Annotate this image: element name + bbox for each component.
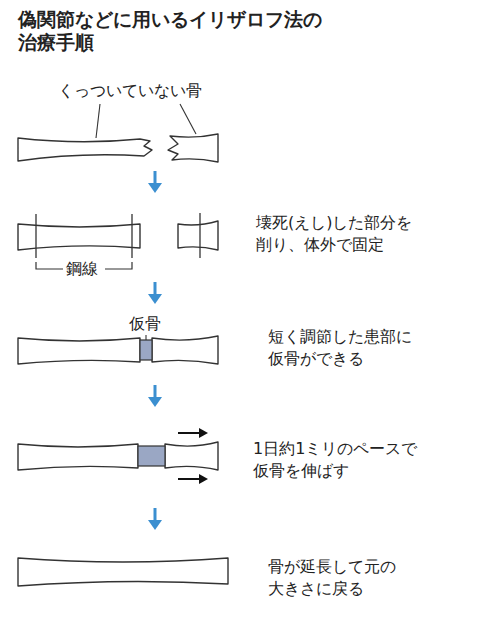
steel-wire — [35, 214, 36, 258]
bone — [165, 442, 218, 470]
bone — [18, 338, 140, 364]
steel-wire — [199, 213, 200, 258]
bone — [18, 444, 138, 470]
bone-fragment — [178, 221, 218, 250]
bone-fragment — [168, 134, 218, 162]
step-arrow-head — [148, 294, 162, 304]
bone-label: くっついていない骨 — [58, 80, 206, 102]
leader-line — [96, 104, 100, 138]
stretch-arrow-head — [199, 428, 208, 438]
step-text: 1日約1ミリのペースで 仮骨を伸ばす — [253, 438, 422, 481]
step-arrow-head — [148, 520, 162, 530]
callus — [140, 340, 152, 360]
bone — [18, 138, 152, 161]
wire-label: 鋼線 — [63, 258, 105, 280]
callus — [138, 446, 165, 466]
step-text: 骨が延長して元の 大きさに戻る — [268, 556, 400, 599]
step-arrow — [154, 282, 157, 295]
stretch-arrow-head — [199, 474, 208, 484]
leader-line — [180, 104, 196, 134]
bone — [152, 336, 218, 364]
step-arrow-head — [148, 397, 162, 407]
stretch-arrow — [178, 432, 200, 434]
step-arrow — [154, 385, 157, 398]
step-arrow — [154, 171, 157, 184]
step-arrow — [154, 508, 157, 521]
step-text: 短く調節した患部に 仮骨ができる — [268, 326, 416, 369]
step-arrow-head — [148, 183, 162, 193]
callus-label: 仮骨 — [129, 313, 165, 335]
title: 偽関節などに用いるイリザロフ法の 治療手順 — [18, 8, 326, 54]
leader-line — [145, 335, 146, 340]
step-text: 壊死(えし)した部分を 削り、体外で固定 — [256, 212, 417, 255]
steel-wire — [131, 214, 132, 258]
bone — [18, 558, 228, 586]
stretch-arrow — [178, 478, 200, 480]
